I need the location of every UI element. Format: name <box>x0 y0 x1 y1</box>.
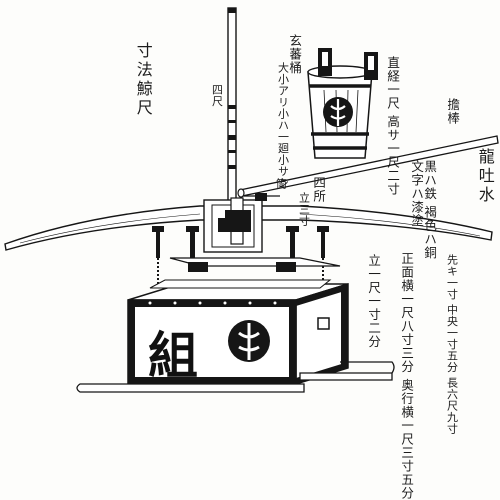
bucket <box>307 48 378 159</box>
pump-cylinder <box>203 193 280 253</box>
box-dimension-label: 正面横一尺八寸三分 奥行横一尺三寸五分 <box>399 252 415 500</box>
title-label: 寸法鯨尺 <box>133 42 153 118</box>
bucket-note-label: 大小アリ小ハ一廻小サシ <box>276 62 290 189</box>
carry-pole <box>237 135 499 198</box>
bucket-name-label: 玄蕃桶 <box>287 34 303 75</box>
box-height-label: 立一尺一寸二分 <box>366 254 382 349</box>
nozzle-pole <box>227 7 237 214</box>
lacquer-label: 文字ハ漆塗 <box>409 160 425 228</box>
pump-posts <box>152 226 329 288</box>
carry-pole-label: 擔棒 <box>445 98 461 125</box>
pump-handle <box>4 205 493 251</box>
metal-color-label: 黒ハ鉄 褐色ハ銅 <box>422 160 438 260</box>
tub-top <box>169 257 341 272</box>
post-height-label: 立三寸 <box>297 192 311 227</box>
box-kanji: 組 <box>148 326 198 385</box>
pole-height-label: 四尺 <box>210 84 224 107</box>
pump-name-label: 龍吐水 <box>475 148 495 205</box>
bucket-dimension-label: 直経一尺 高サ一尺二寸 <box>385 56 401 196</box>
diagram-canvas: 組 寸法鯨尺 四尺 玄蕃桶 大小アリ小ハ一廻小サシ 直経一尺 高サ一尺二寸 擔棒… <box>4 7 499 500</box>
hose-label: 筒 <box>274 178 288 190</box>
pump-illustration <box>4 7 499 393</box>
handle-dimension-label: 先キ一寸 中央一寸五分 長六尺九寸 <box>445 254 459 435</box>
pump-box <box>127 279 349 386</box>
post-name-label: 四所 <box>311 176 327 203</box>
pump-runners <box>76 361 395 393</box>
